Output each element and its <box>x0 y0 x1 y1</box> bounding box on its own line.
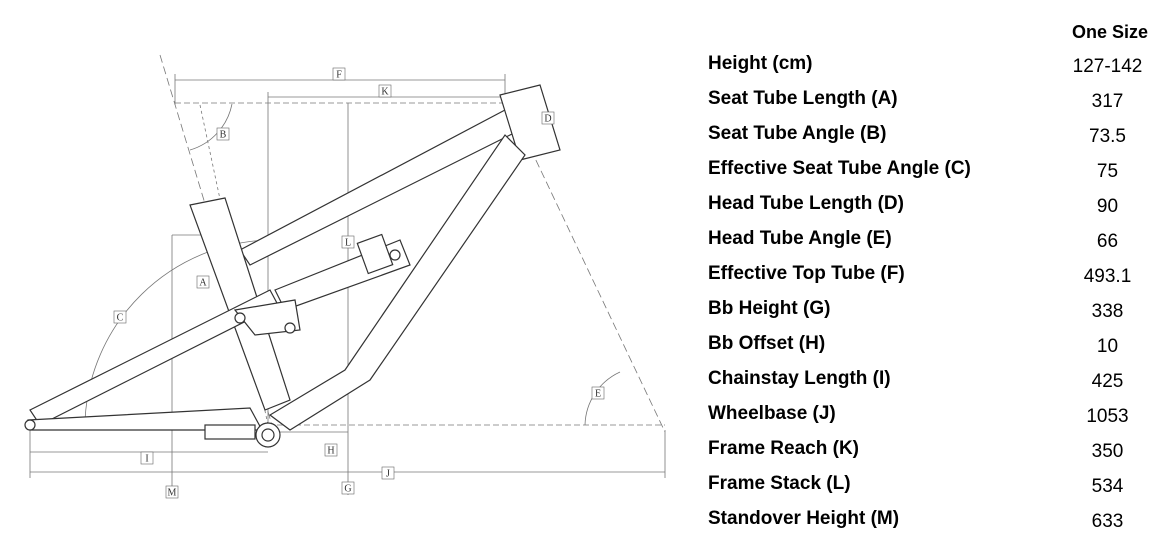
row-label: Effective Seat Tube Angle (C) <box>708 158 971 179</box>
row-label: Chainstay Length (I) <box>708 368 891 389</box>
geometry-row: Frame Reach (K) 350 <box>708 438 1158 468</box>
row-label: Head Tube Angle (E) <box>708 228 892 249</box>
svg-text:I: I <box>145 454 148 465</box>
svg-text:M: M <box>168 488 177 499</box>
row-value: 1053 <box>1086 406 1129 427</box>
label-B: B <box>216 127 230 141</box>
svg-text:C: C <box>117 313 124 324</box>
geometry-row: Bb Height (G) 338 <box>708 298 1158 328</box>
svg-text:B: B <box>220 130 227 141</box>
geometry-row: Chainstay Length (I) 425 <box>708 368 1158 398</box>
label-D: D <box>541 111 555 125</box>
row-label: Frame Reach (K) <box>708 438 859 459</box>
size-column-header: One Size <box>1071 22 1149 42</box>
row-label: Height (cm) <box>708 53 813 74</box>
svg-text:J: J <box>386 469 390 480</box>
row-label: Seat Tube Length (A) <box>708 88 898 109</box>
row-value: 425 <box>1091 371 1124 392</box>
svg-text:D: D <box>544 114 551 125</box>
svg-text:A: A <box>199 278 207 289</box>
row-value: 66 <box>1096 231 1119 252</box>
row-value: 350 <box>1091 441 1124 462</box>
row-label: Frame Stack (L) <box>708 473 851 494</box>
row-label: Head Tube Length (D) <box>708 193 904 214</box>
row-label: Seat Tube Angle (B) <box>708 123 887 144</box>
row-label: Effective Top Tube (F) <box>708 263 905 284</box>
row-value: 493.1 <box>1083 266 1132 287</box>
row-value: 317 <box>1091 91 1124 112</box>
row-value: 127-142 <box>1072 56 1143 77</box>
label-G: G <box>341 481 355 495</box>
label-H: H <box>324 443 338 457</box>
geometry-row: Height (cm) 127-142 <box>708 53 1158 83</box>
label-L: L <box>341 235 355 249</box>
label-A: A <box>196 275 210 289</box>
row-label: Bb Offset (H) <box>708 333 826 354</box>
geometry-row: Bb Offset (H) 10 <box>708 333 1158 363</box>
geometry-row: Effective Top Tube (F) 493.1 <box>708 263 1158 293</box>
bike-frame <box>24 84 561 448</box>
label-M: M <box>165 485 179 499</box>
geometry-row: Frame Stack (L) 534 <box>708 473 1158 503</box>
label-I: I <box>140 451 154 465</box>
geometry-row: Standover Height (M) 633 <box>708 508 1158 538</box>
row-label: Wheelbase (J) <box>708 403 836 424</box>
frame-geometry-diagram: F K D B L A C E H I J G M <box>24 54 666 499</box>
label-C: C <box>113 310 127 324</box>
row-value: 338 <box>1091 301 1124 322</box>
row-label: Bb Height (G) <box>708 298 831 319</box>
label-E: E <box>591 386 605 400</box>
svg-text:F: F <box>336 70 342 81</box>
svg-text:G: G <box>344 484 351 495</box>
geometry-row: Seat Tube Angle (B) 73.5 <box>708 123 1158 153</box>
row-value: 73.5 <box>1089 126 1126 147</box>
geometry-row: Head Tube Angle (E) 66 <box>708 228 1158 258</box>
svg-text:K: K <box>381 87 389 98</box>
row-label: Standover Height (M) <box>708 508 900 529</box>
row-value: 90 <box>1096 196 1119 217</box>
label-F: F <box>332 67 346 81</box>
dimension-labels: F K D B L A C E H I J G M <box>113 67 605 499</box>
svg-text:L: L <box>345 238 351 249</box>
svg-text:H: H <box>327 446 334 457</box>
geometry-row: Seat Tube Length (A) 317 <box>708 88 1158 118</box>
geometry-row: Wheelbase (J) 1053 <box>708 403 1158 433</box>
geometry-row: Effective Seat Tube Angle (C) 75 <box>708 158 1158 188</box>
svg-text:E: E <box>595 389 601 400</box>
row-value: 10 <box>1096 336 1119 357</box>
geometry-row: Head Tube Length (D) 90 <box>708 193 1158 223</box>
label-J: J <box>381 466 395 480</box>
row-value: 633 <box>1091 511 1124 532</box>
row-value: 75 <box>1096 161 1119 182</box>
label-K: K <box>378 84 392 98</box>
row-value: 534 <box>1091 476 1124 497</box>
